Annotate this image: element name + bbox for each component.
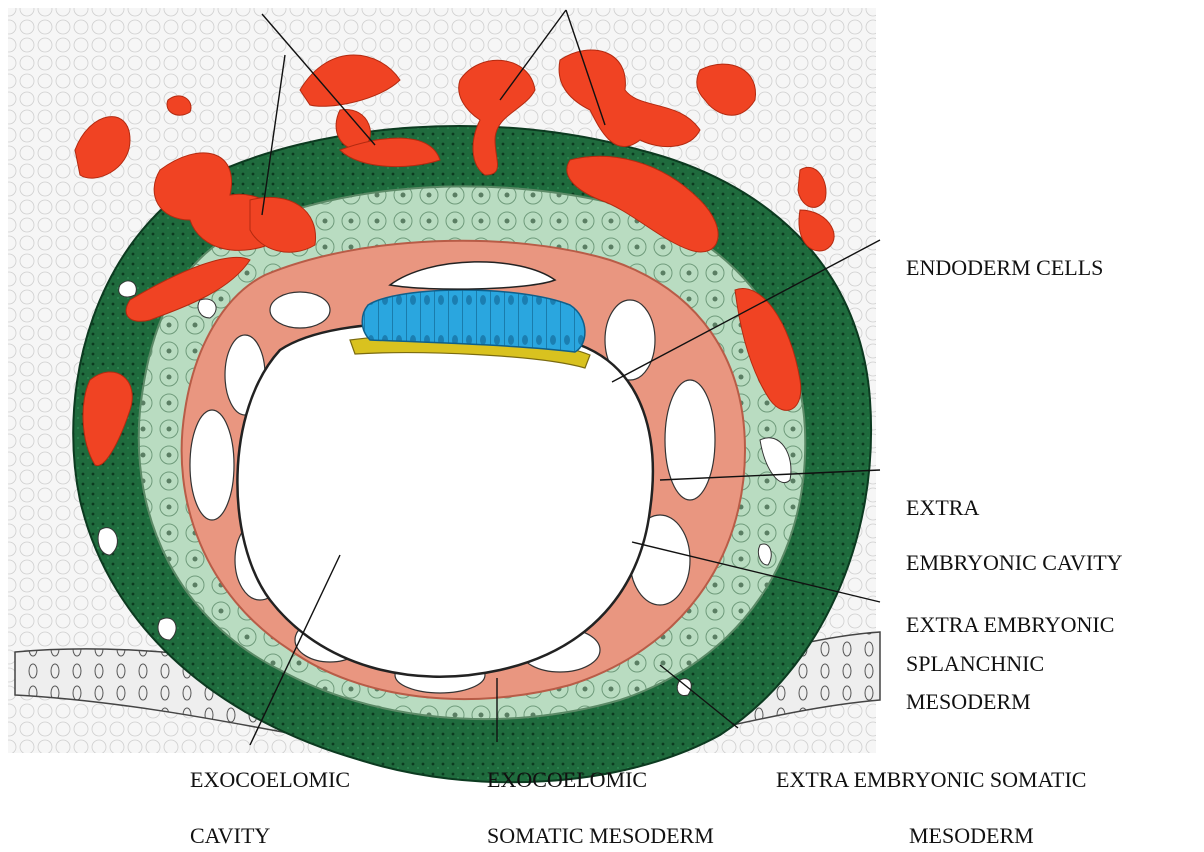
- label-splanchnic-line3: MESODERM: [906, 691, 1031, 713]
- label-embryonic-cavity: EMBRYONIC CAVITY: [906, 552, 1123, 574]
- label-extra: EXTRA: [906, 497, 979, 519]
- label-exocoelomic-somatic-line1: EXOCOELOMIC: [487, 769, 647, 791]
- label-splanchnic-line1: EXTRA EMBRYONIC: [906, 614, 1114, 636]
- label-somatic-line1: EXTRA EMBRYONIC SOMATIC: [776, 769, 1086, 791]
- label-exocoelomic-somatic-line2: SOMATIC MESODERM: [487, 825, 714, 847]
- label-somatic-line2: MESODERM: [909, 825, 1034, 847]
- label-endoderm-cells: ENDODERM CELLS: [906, 257, 1103, 279]
- exocoelomic-cavity: [237, 323, 652, 677]
- label-splanchnic-line2: SPLANCHNIC: [906, 653, 1044, 675]
- label-exocoelomic-cavity-line1: EXOCOELOMIC: [190, 769, 350, 791]
- label-exocoelomic-cavity-line2: CAVITY: [190, 825, 270, 847]
